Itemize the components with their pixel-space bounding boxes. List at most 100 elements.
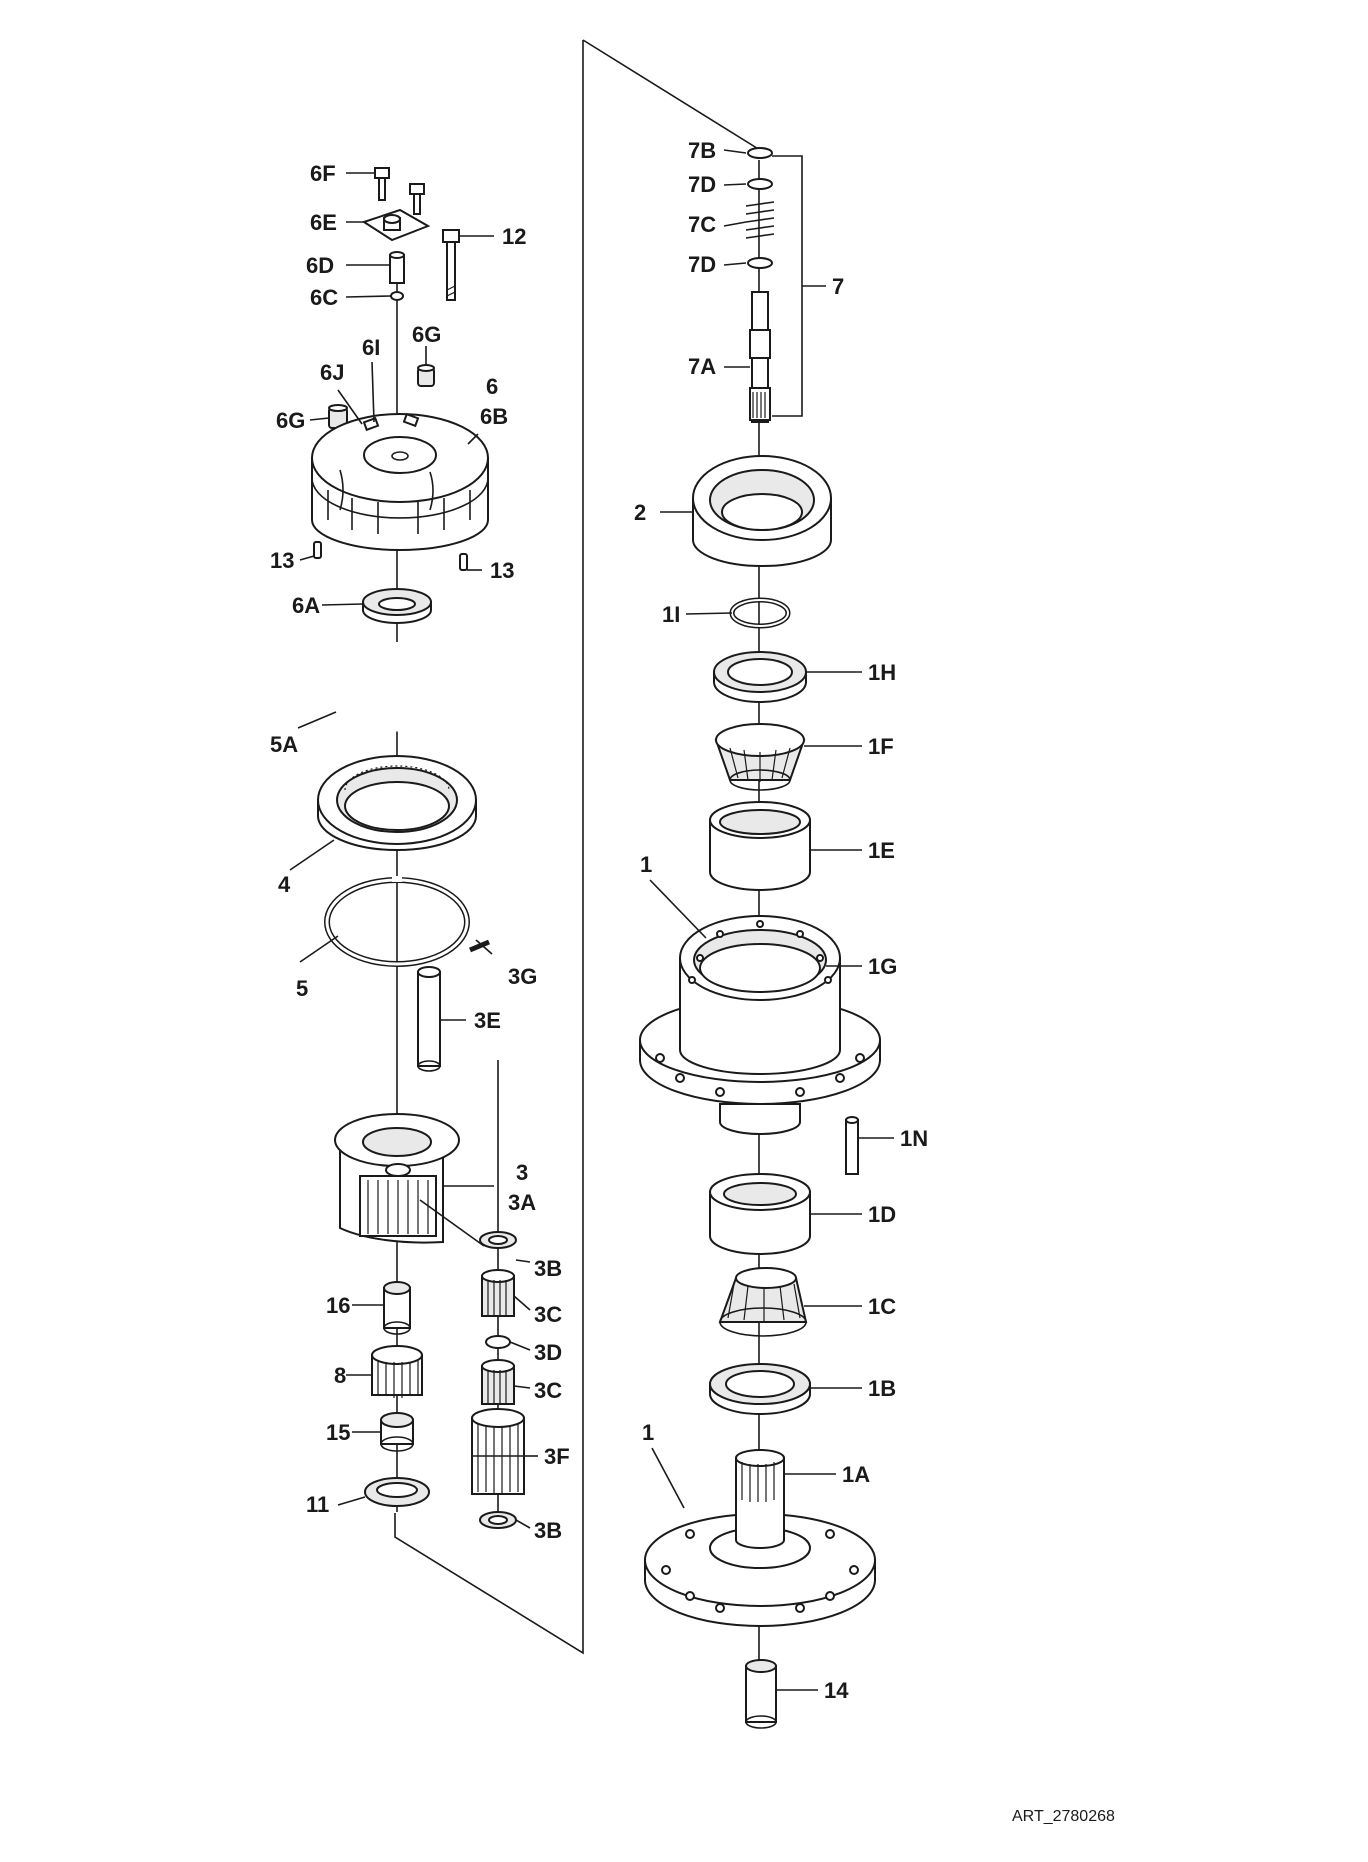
callout-2: 2 [634,500,646,525]
leader-lines [289,149,894,1691]
callout-7: 7 [832,274,844,299]
retainer-plate-6e [361,208,431,242]
art-id-label: ART_2780268 [1012,1808,1115,1825]
snap-ring-1i [729,597,791,629]
callout-3b-bottom: 3B [534,1518,562,1543]
callout-3: 3 [516,1160,528,1185]
pin-6d [389,251,405,284]
callout-3f: 3F [544,1444,570,1469]
shaft-7a [749,291,771,423]
callout-7d-top: 7D [688,172,716,197]
callout-6a: 6A [292,593,320,618]
callout-1c: 1C [868,1294,896,1319]
callout-1d: 1D [868,1202,896,1227]
callout-labels: 7B 7D 7C 7D 7 7A 2 1I 1H 1F 1E 1 1G 1N 1… [270,138,928,1703]
shaft-3e [417,966,441,1072]
cover-6 [311,412,489,551]
bearing-cup-1d [709,1173,811,1255]
callout-6e: 6E [310,210,337,235]
assembly-boundary [394,39,761,1655]
thrust-washer-11 [364,1477,430,1507]
callout-3b-top: 3B [534,1256,562,1281]
callout-13-left: 13 [270,548,294,573]
plug-6g-right [417,364,435,387]
pin-13-left [313,541,322,559]
callout-3d: 3D [534,1340,562,1365]
pin-3g [469,939,490,953]
callout-8: 8 [334,1363,346,1388]
callout-1e: 1E [868,838,895,863]
callout-3a: 3A [508,1190,536,1215]
bearing-cup-1e [709,801,811,891]
callout-6c: 6C [310,285,338,310]
callout-1b: 1B [868,1376,896,1401]
callout-1-upper: 1 [640,852,652,877]
washer-3b-bottom [479,1511,517,1529]
washer-7d-top [747,178,773,190]
spring-7c [745,201,775,239]
pin-13-right [459,553,468,571]
callout-6j: 6J [320,360,344,385]
callout-6g-left: 6G [276,408,305,433]
callout-1n: 1N [900,1126,928,1151]
spacer-3d [485,1335,511,1349]
snap-ring-5 [324,876,470,967]
washer-3b-top [479,1231,517,1249]
callout-11: 11 [306,1492,329,1517]
callout-6: 6 [486,374,498,399]
bushing-16 [383,1281,411,1335]
wheel-stud-1n [845,1116,859,1175]
wheel-hub-1 [639,915,881,1135]
callout-16: 16 [326,1293,350,1318]
retaining-ring-7b [747,147,773,159]
callout-3e: 3E [474,1008,501,1033]
callout-1a: 1A [842,1462,870,1487]
callout-3c-bottom: 3C [534,1378,562,1403]
callout-6g-right: 6G [412,322,441,347]
bolt-6f [374,167,425,215]
callout-1f: 1F [868,734,894,759]
spindle-flange-1a [644,1449,876,1627]
ring-gear-4 [317,755,477,851]
callout-6b: 6B [480,404,508,429]
callout-3g: 3G [508,964,537,989]
callout-1i: 1I [662,602,680,627]
callout-15: 15 [326,1420,350,1445]
callout-7a: 7A [688,354,716,379]
callout-5: 5 [296,976,308,1001]
callout-13-right: 13 [490,558,514,583]
planet-gear-3f [471,1408,525,1495]
callout-6i: 6I [362,335,380,360]
callout-4: 4 [278,872,291,897]
callout-12: 12 [502,224,526,249]
hub-bolt-holes [655,920,865,1097]
roller-bearing-3c-top [481,1269,515,1317]
bearing-cone-1f [714,723,806,791]
callout-1g: 1G [868,954,897,979]
seal-1h [713,651,807,703]
seal-6a [362,588,432,624]
bearing-cone-1c [718,1267,808,1337]
callout-5a: 5A [270,732,298,757]
callout-6d: 6D [306,253,334,278]
ring-gear-2 [692,455,832,567]
callout-1-lower: 1 [642,1420,654,1445]
washer-6c [390,291,404,301]
bolt-12 [442,229,460,301]
callout-6f: 6F [310,161,336,186]
callout-7d-bottom: 7D [688,252,716,277]
bushing-14 [745,1659,777,1729]
callout-7b: 7B [688,138,716,163]
snap-ring-5a [325,642,469,732]
bushing-15 [380,1412,414,1452]
washer-7d-bottom [747,257,773,269]
roller-bearing-3c-bottom [481,1359,515,1405]
callout-3c-top: 3C [534,1302,562,1327]
callout-14: 14 [824,1678,849,1703]
seal-1b [709,1363,811,1415]
planet-carrier-3 [334,1113,460,1244]
callout-1h: 1H [868,660,896,685]
callout-7c: 7C [688,212,716,237]
